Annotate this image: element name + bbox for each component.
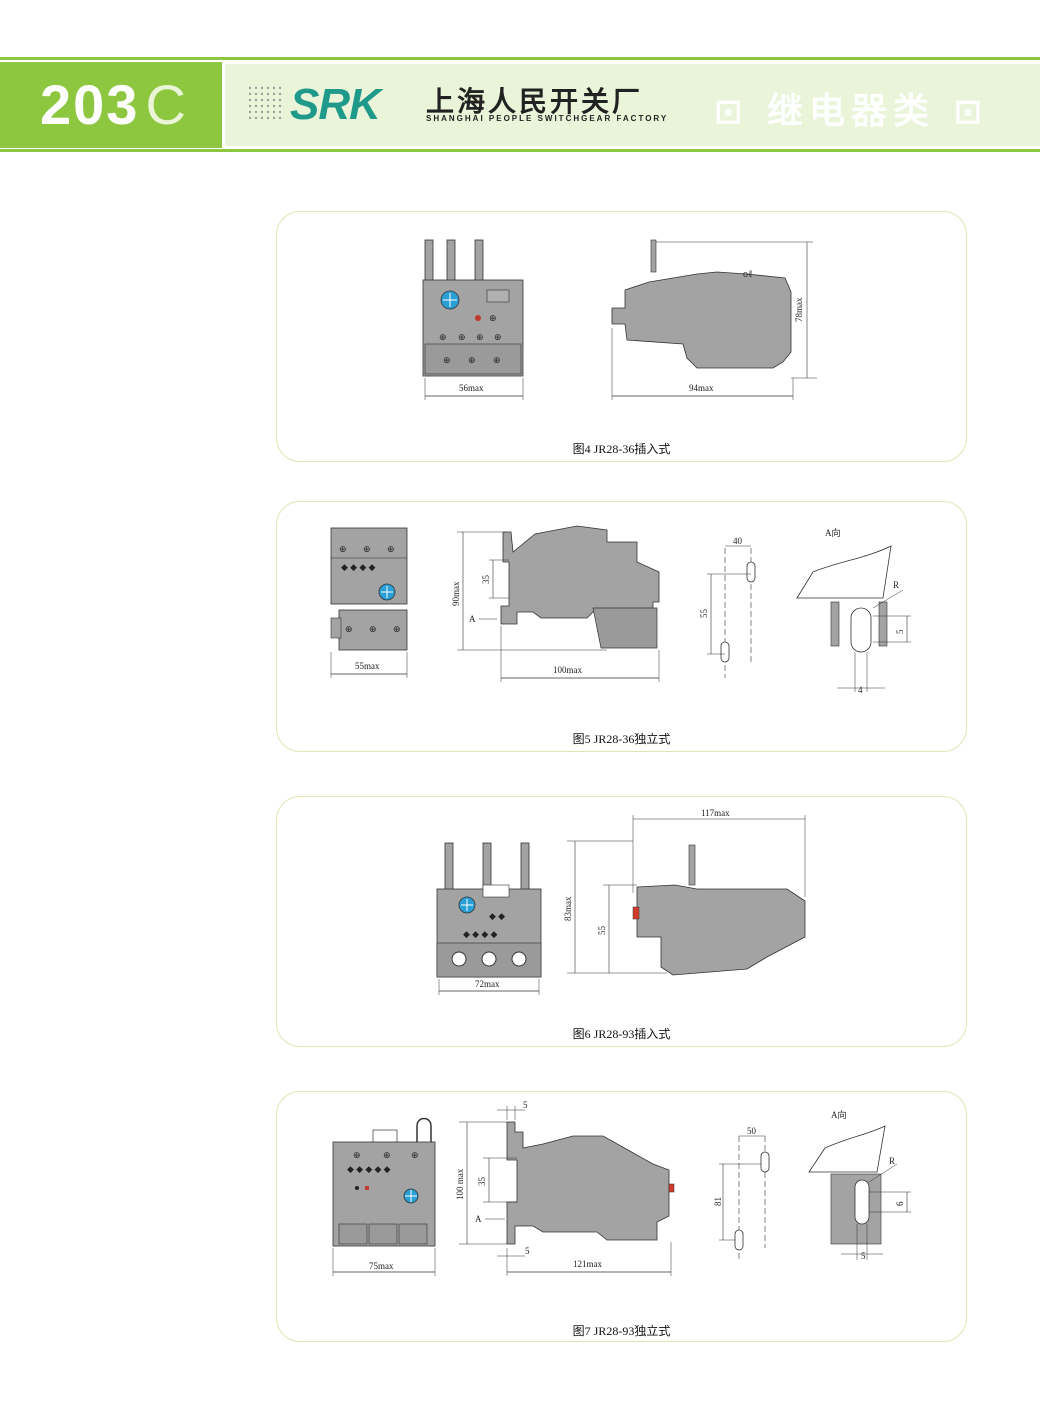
svg-text:⊕: ⊕	[494, 332, 502, 342]
figure-7-caption: 图7 JR28-93独立式	[572, 1324, 671, 1338]
fig7-slot-label: 5	[861, 1251, 866, 1261]
svg-text:⊕: ⊕	[411, 1150, 419, 1160]
fig4-front-view: ⊕ ⊕ ⊕ ⊕ ⊕ ⊕ ⊕ ⊕ 56max	[422, 239, 524, 400]
fig7-hole-v-label: 81	[713, 1197, 723, 1206]
fig6-side-view: 117max 83max 55	[563, 808, 806, 976]
company-name-cn: 上海人民开关厂	[426, 85, 644, 118]
fig7-depth-label: 121max	[573, 1259, 602, 1269]
svg-text:⊕: ⊕	[468, 355, 476, 365]
svg-text:⊕: ⊕	[383, 1150, 391, 1160]
fig5-slot-h-label: 5	[895, 629, 905, 634]
fig4-width-label: 56max	[459, 383, 484, 393]
fig7-front-view: ⊕ ⊕ ⊕ ◆ ◆ ◆ ◆ ◆ 75max	[332, 1117, 436, 1276]
category-symbol-right-icon: ⊡	[953, 92, 989, 132]
svg-text:◆ ◆ ◆ ◆ ◆: ◆ ◆ ◆ ◆ ◆	[347, 1164, 391, 1174]
category-symbol-left-icon: ⊡	[714, 92, 749, 132]
figure-4-caption: 图4 JR28-36插入式	[572, 442, 671, 456]
page-number-box	[0, 62, 222, 148]
figure-5-panel: ⊕ ⊕ ⊕ ◆ ◆ ◆ ◆ ⊕ ⊕ ⊕ 55max 90max 35 A	[276, 501, 967, 752]
fig7-arrow-label: A	[475, 1214, 482, 1224]
fig7-offset-bottom-label: 5	[525, 1246, 530, 1256]
svg-text:◆ ◆: ◆ ◆	[489, 911, 505, 921]
fig7-slot-h-label: 6	[895, 1201, 905, 1206]
fig7-hole-view: 50 81	[713, 1126, 770, 1262]
svg-text:⊕: ⊕	[363, 544, 371, 554]
fig7-hole-h-label: 50	[747, 1126, 757, 1136]
fig5-a-view: A向 R 5 4	[796, 527, 911, 695]
fig7-height-label: 100 max	[455, 1168, 465, 1200]
fig7-mount-label: 35	[477, 1177, 487, 1187]
figure-5-caption: 图5 JR28-36独立式	[572, 732, 671, 746]
svg-text:⊕: ⊕	[387, 544, 395, 554]
fig6-height-label: 83max	[563, 896, 573, 921]
fig5-slot-label: 4	[858, 685, 863, 695]
fig6-front-view: ◆ ◆ ◆ ◆ ◆ ◆ 72max	[436, 842, 542, 995]
fig7-a-view: A向 R 6 5	[808, 1109, 911, 1261]
fig5-mount-label: 35	[481, 575, 491, 585]
svg-text:◆ ◆ ◆ ◆: ◆ ◆ ◆ ◆	[341, 562, 376, 572]
company-name-en: SHANGHAI PEOPLE SWITCHGEAR FACTORY	[426, 114, 669, 123]
fig5-front-view: ⊕ ⊕ ⊕ ◆ ◆ ◆ ◆ ⊕ ⊕ ⊕ 55max	[330, 527, 408, 678]
fig7-side-view: 5 100 max 35 A 5 121max	[455, 1100, 675, 1276]
category-label: 继电器类	[767, 91, 936, 132]
svg-text:⊕: ⊕	[369, 624, 377, 634]
fig7-radius-label: R	[889, 1156, 895, 1166]
fig6-mount-label: 55	[597, 926, 607, 936]
page-letter: C	[145, 73, 188, 136]
fig5-hole-h-label: 40	[733, 536, 743, 546]
fig5-arrow-label: A	[469, 614, 476, 624]
fig4-side-view: οℓ 78max 94max	[611, 239, 817, 400]
header-top-rule	[0, 57, 1040, 60]
figure-4-panel: ⊕ ⊕ ⊕ ⊕ ⊕ ⊕ ⊕ ⊕ 56max οℓ 78max 94max 图4 JR28-…	[276, 211, 967, 462]
fig5-hole-v-label: 55	[699, 609, 709, 619]
figure-6-caption: 图6 JR28-93插入式	[572, 1027, 671, 1041]
fig7-offset-top-label: 5	[523, 1100, 528, 1110]
fig5-radius-label: R	[893, 580, 899, 590]
svg-text:⊕: ⊕	[493, 355, 501, 365]
svg-text:⊕: ⊕	[345, 624, 353, 634]
fig5-hole-view: 40 55	[699, 536, 756, 678]
fig5-depth-label: 100max	[553, 665, 582, 675]
figure-6-drawing: ◆ ◆ ◆ ◆ ◆ ◆ 72max 117max 83max 55	[436, 808, 806, 995]
fig6-depth-label: 117max	[701, 808, 730, 818]
fig4-height-label: 78max	[794, 297, 804, 322]
svg-text:⊕: ⊕	[353, 1150, 361, 1160]
fig5-height-label: 90max	[451, 581, 461, 606]
svg-text:⊕: ⊕	[393, 624, 401, 634]
fig6-width-label: 72max	[475, 979, 500, 989]
page-number-digits: 203	[40, 73, 140, 136]
figure-4-drawing: ⊕ ⊕ ⊕ ⊕ ⊕ ⊕ ⊕ ⊕ 56max οℓ 78max 94max	[422, 239, 817, 400]
svg-text:⊕: ⊕	[476, 332, 484, 342]
fig5-width-label: 55max	[355, 661, 380, 671]
svg-text:⊕: ⊕	[458, 332, 466, 342]
svg-text:⊕: ⊕	[439, 332, 447, 342]
svg-text:οℓ: οℓ	[743, 269, 753, 280]
svg-text:◆ ◆ ◆ ◆: ◆ ◆ ◆ ◆	[463, 929, 498, 939]
header-band	[225, 64, 1040, 146]
figure-5-drawing: ⊕ ⊕ ⊕ ◆ ◆ ◆ ◆ ⊕ ⊕ ⊕ 55max 90max 35 A	[330, 525, 911, 695]
figure-7-drawing: ⊕ ⊕ ⊕ ◆ ◆ ◆ ◆ ◆ 75max 5 100 max	[332, 1100, 911, 1276]
fig5-view-label: A向	[825, 527, 841, 538]
fig4-depth-label: 94max	[689, 383, 714, 393]
header-bottom-rule	[0, 149, 1040, 152]
figure-6-panel: ◆ ◆ ◆ ◆ ◆ ◆ 72max 117max 83max 55 图6	[276, 796, 967, 1047]
svg-text:⊕: ⊕	[489, 313, 497, 323]
svg-text:⊕: ⊕	[443, 355, 451, 365]
logo-dots-icon	[248, 86, 282, 120]
category-title: ⊡ 继电器类 ⊡	[714, 82, 988, 134]
fig7-view-label: A向	[831, 1109, 847, 1120]
fig5-side-view: 90max 35 A 100max	[451, 525, 660, 682]
fig7-width-label: 75max	[369, 1261, 394, 1271]
svg-text:⊕: ⊕	[339, 544, 347, 554]
figure-7-panel: ⊕ ⊕ ⊕ ◆ ◆ ◆ ◆ ◆ 75max 5 100 max	[276, 1091, 967, 1342]
brand-logo: SRK	[290, 80, 381, 129]
